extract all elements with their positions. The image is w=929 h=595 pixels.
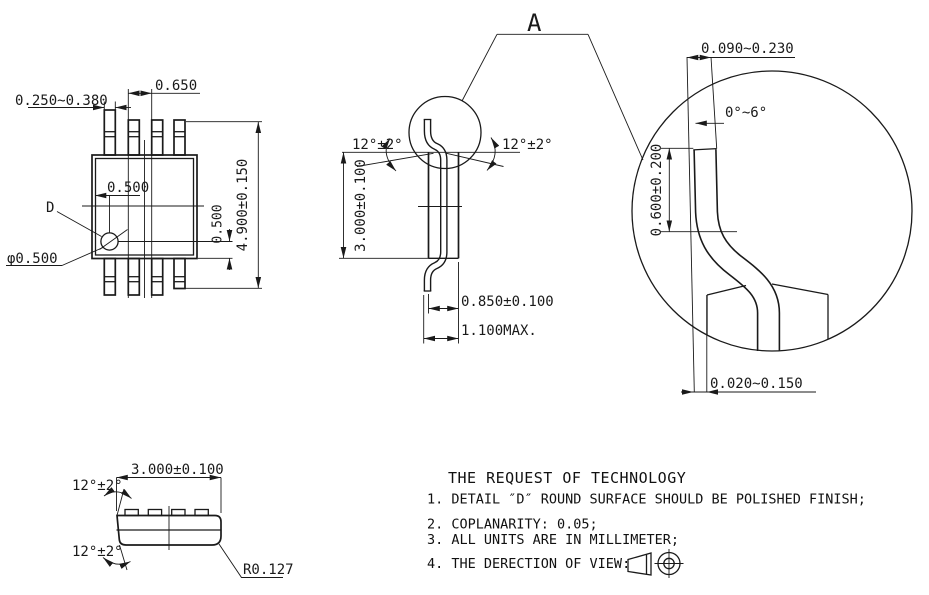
dim-d-offset-y-label: 0.500 <box>211 204 226 243</box>
top-view: 0.250~0.380 0.650 4.900±0.150 0.500 0.50… <box>6 78 262 298</box>
detail-d-label: D <box>46 200 54 216</box>
detail-a-label: A <box>527 9 542 37</box>
dim-lead-thickness-label: 0.090~0.230 <box>701 41 794 57</box>
package-body-top-view <box>91 154 198 260</box>
dim-foot-angle-label: 0°~6° <box>725 105 767 121</box>
end-view: 3.000±0.100 12°±2° 12°±2° R0.127 <box>72 462 294 578</box>
dim-angle-right-label: 12°±2° <box>502 137 553 153</box>
dim-overall-label: 4.900±0.150 <box>235 159 251 252</box>
dim-pitch-label: 0.650 <box>155 78 197 94</box>
dim-end-width-label: 3.000±0.100 <box>131 462 224 478</box>
dim-tip-width-label: 0.020~0.150 <box>710 376 803 392</box>
detail-a-view: 0.090~0.230 0°~6° 0.600±0.200 0.020~0.15… <box>631 41 913 395</box>
dim-angle-top-label: 12°±2° <box>72 478 123 494</box>
detail-a-bubble <box>631 70 913 352</box>
notes-block: THE REQUEST OF TECHNOLOGY 1. DETAIL ″D″ … <box>427 469 866 578</box>
dim-thickness-label: 0.850±0.100 <box>461 294 554 310</box>
top-pins <box>103 109 186 156</box>
dim-foot-length-label: 0.600±0.200 <box>649 144 665 237</box>
note-item-4: 4. THE DERECTION OF VIEW: <box>427 556 630 572</box>
dim-angle-bottom-label: 12°±2° <box>72 544 123 560</box>
end-view-pins <box>124 508 209 517</box>
note-item-3: 3. ALL UNITS ARE IN MILLIMETER; <box>427 532 679 548</box>
notes-title: THE REQUEST OF TECHNOLOGY <box>448 469 686 487</box>
note-item-1: 1. DETAIL ″D″ ROUND SURFACE SHOULD BE PO… <box>427 492 866 508</box>
dim-d-offset-x-label: 0.500 <box>107 180 149 196</box>
package-body-end-view <box>116 514 222 546</box>
projection-cone-icon <box>627 552 652 576</box>
dim-max-height-label: 1.100MAX. <box>461 323 537 339</box>
dim-corner-radius-label: R0.127 <box>243 562 294 578</box>
dim-d-diameter-label: φ0.500 <box>7 251 58 267</box>
note-item-2: 2. COPLANARITY: 0.05; <box>427 517 598 533</box>
dim-body-width-label: 3.000±0.100 <box>353 159 369 252</box>
side-view: A 12°±2° 12°±2° 3.000±0.100 0.850±0.100 … <box>339 9 644 344</box>
bottom-pins <box>103 257 186 296</box>
projection-target-icon <box>654 549 684 578</box>
detail-d-circle <box>100 232 119 251</box>
dim-pin-width-label: 0.250~0.380 <box>15 93 108 109</box>
dim-angle-left-label: 12°±2° <box>352 137 403 153</box>
detail-a-callout-circle <box>408 95 482 170</box>
